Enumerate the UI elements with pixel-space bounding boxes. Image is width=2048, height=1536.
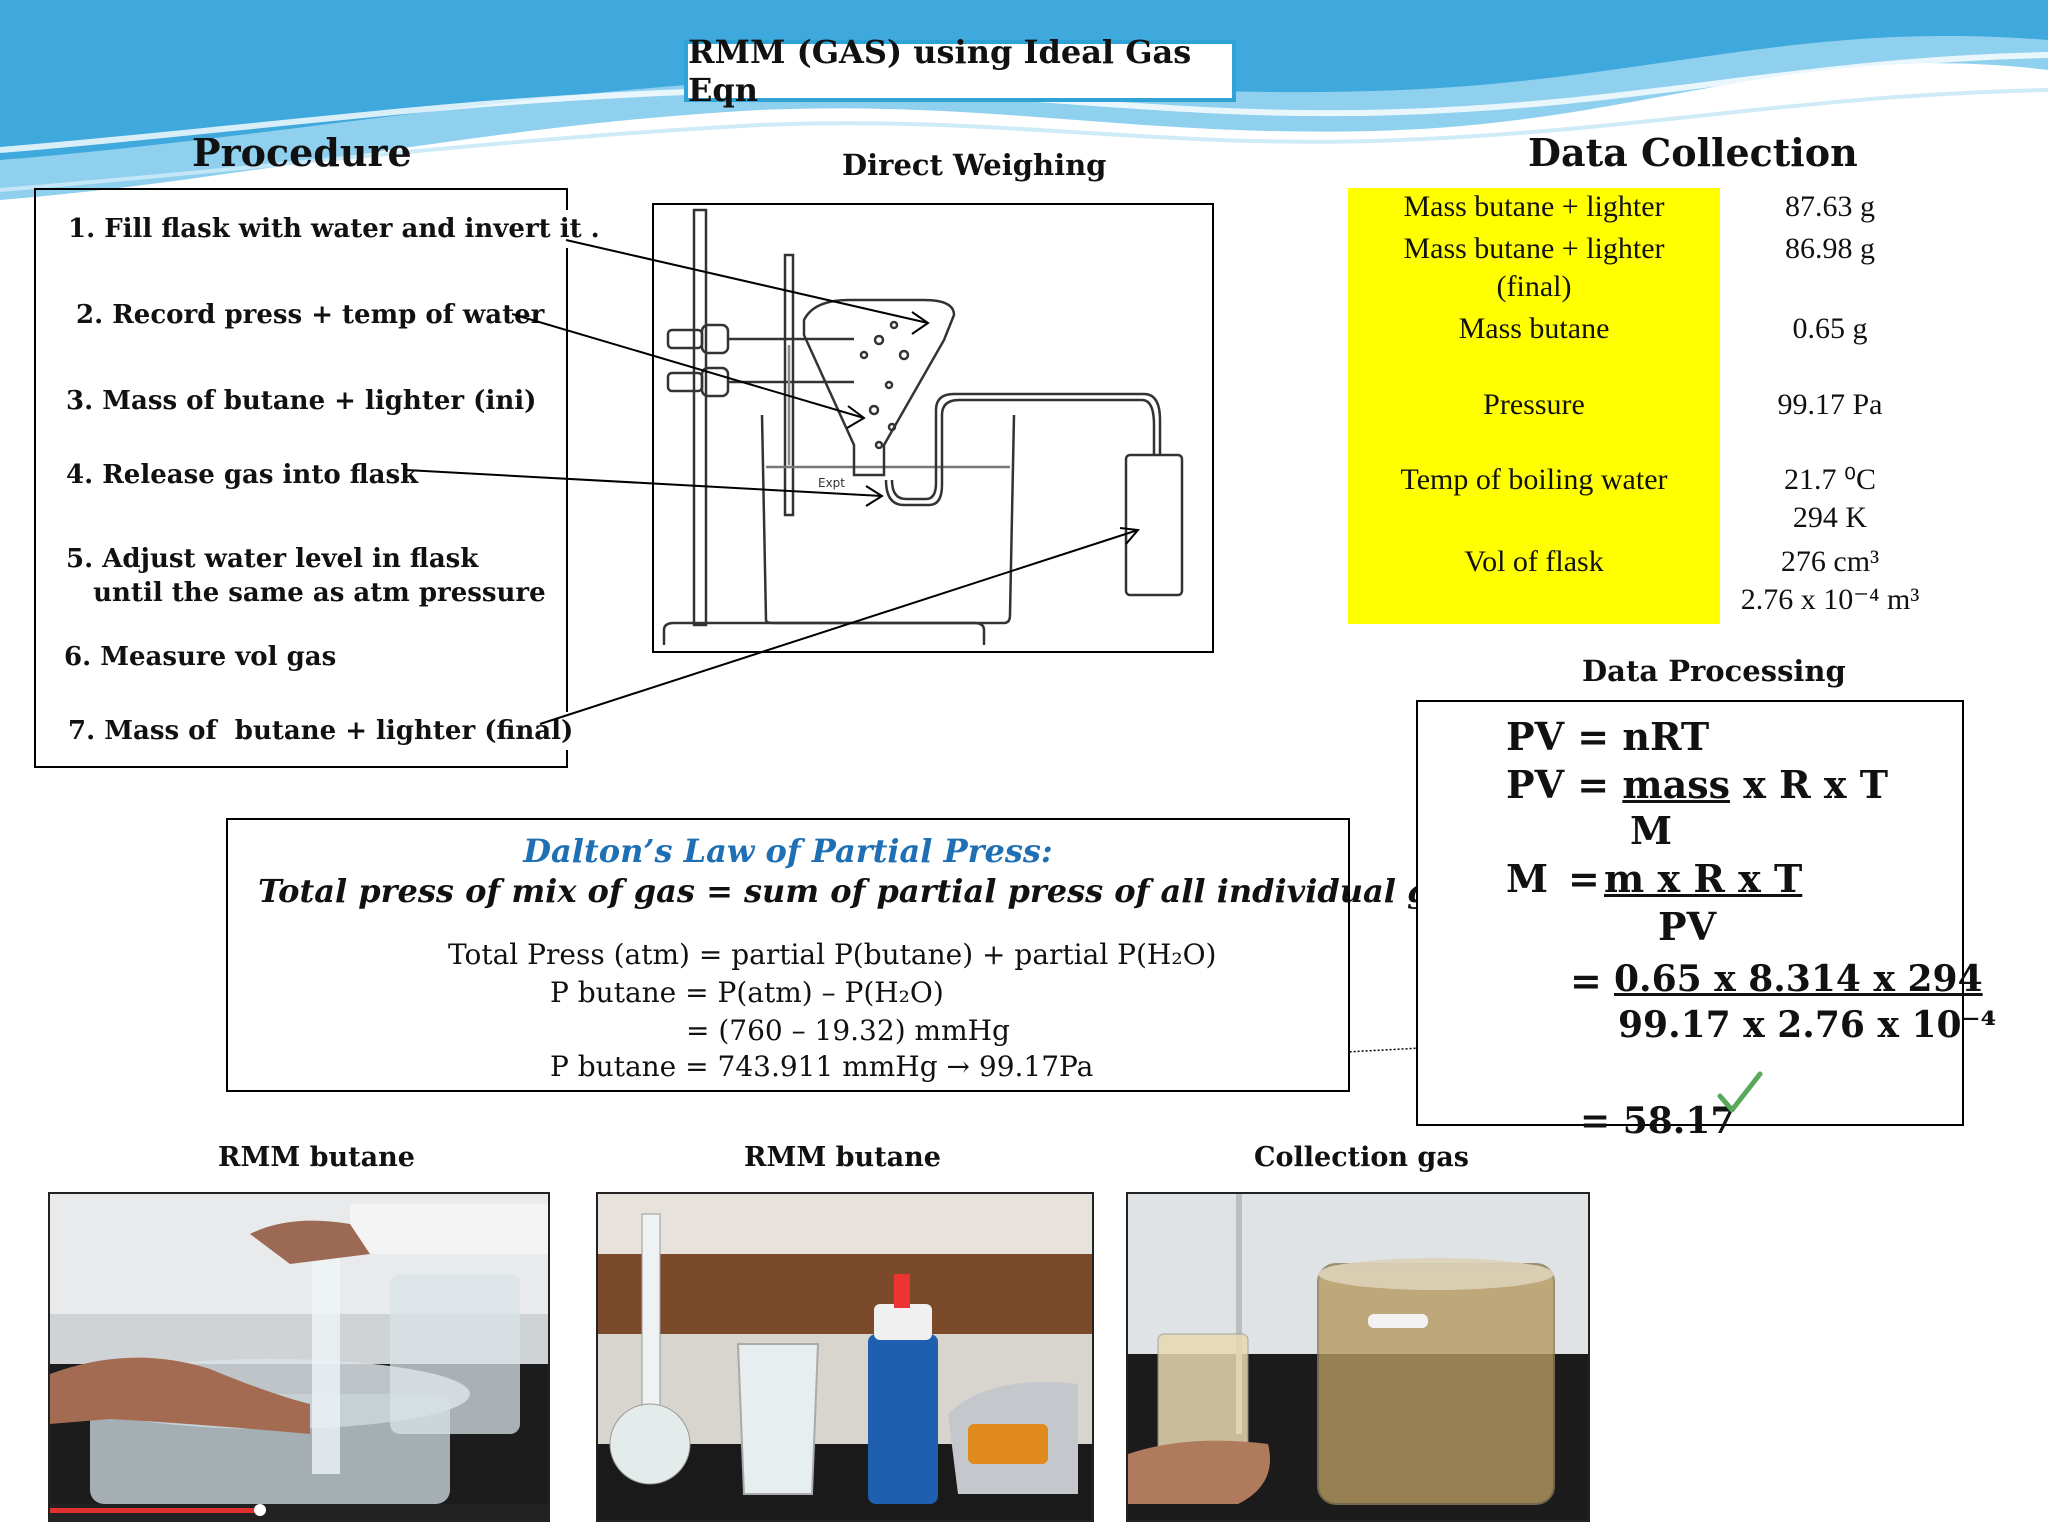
- pv-rt: x R x T: [1729, 762, 1889, 807]
- pv-nrt: PV = nRT: [1506, 714, 1710, 759]
- dc-label-mass-initial: Mass butane + lighter: [1403, 190, 1665, 223]
- dc-value-volume: 276 cm³ 2.76 x 10⁻⁴ m³: [1740, 545, 1920, 616]
- calc-equals: =: [1570, 958, 1602, 1003]
- dc-value-mass-butane: 0.65 g: [1792, 312, 1868, 345]
- data-collection-highlight: [1348, 188, 1720, 624]
- data-processing-box: PV = nRT PV = mass x R x T M M = m x R x…: [1416, 700, 1996, 1142]
- m-numerator: m x R x T: [1604, 856, 1803, 901]
- dalton-statement: Total press of mix of gas = sum of parti…: [258, 872, 1469, 910]
- data-collection-heading: Data Collection: [1528, 130, 1858, 175]
- dalton-title: Dalton’s Law of Partial Press:: [523, 832, 1053, 870]
- photo-label-2: RMM butane: [744, 1142, 941, 1173]
- dalton-eq-subtraction: = (760 – 19.32) mmHg: [686, 1014, 1010, 1047]
- procedure-step-1: 1. Fill flask with water and invert it .: [62, 210, 606, 248]
- apparatus-diagram: Expt: [652, 203, 1214, 653]
- calc-denominator: 99.17 x 2.76 x 10⁻⁴: [1618, 1004, 1997, 1046]
- m-symbol: M: [1506, 856, 1549, 901]
- video-frame-1[interactable]: [48, 1192, 550, 1522]
- calc-numerator: 0.65 x 8.314 x 294: [1614, 958, 1983, 1000]
- dc-label-pressure: Pressure: [1483, 388, 1585, 421]
- dalton-eq-pbutane: P butane = P(atm) – P(H₂O): [550, 976, 944, 1009]
- dc-label-volume: Vol of flask: [1464, 545, 1604, 578]
- video-frame-3[interactable]: [1126, 1192, 1590, 1522]
- m-denominator: PV: [1658, 904, 1717, 949]
- photo-label-3: Collection gas: [1254, 1142, 1469, 1173]
- dc-label-temp: Temp of boiling water: [1400, 463, 1668, 496]
- dc-value-pressure: 99.17 Pa: [1777, 388, 1883, 421]
- procedure-step-5: 5. Adjust water level in flask until the…: [60, 540, 552, 612]
- calc-result: = 58.17: [1580, 1100, 1736, 1142]
- pv-m-denominator: M: [1630, 808, 1673, 853]
- dc-label-mass-final: Mass butane + lighter (final): [1403, 232, 1665, 303]
- m-equals: =: [1568, 856, 1600, 901]
- procedure-step-7: 7. Mass of butane + lighter (final): [62, 712, 580, 750]
- procedure-step-4: 4. Release gas into flask: [60, 456, 425, 494]
- dc-value-temp: 21.7 ⁰C 294 K: [1783, 463, 1877, 534]
- dalton-eq-result: P butane = 743.911 mmHg → 99.17Pa: [550, 1050, 1094, 1083]
- dc-label-mass-butane: Mass butane: [1458, 312, 1610, 345]
- pv-mass: mass: [1622, 762, 1730, 807]
- procedure-step-3: 3. Mass of butane + lighter (ini): [60, 382, 543, 420]
- page-title: RMM (GAS) using Ideal Gas Eqn: [684, 33, 1236, 109]
- dalton-eq-total: Total Press (atm) = partial P(butane) + …: [448, 938, 1217, 971]
- pv-mass-line: PV = mass x R x T: [1506, 762, 1888, 807]
- direct-weighing-heading: Direct Weighing: [842, 148, 1107, 182]
- beaker-label: Expt: [818, 476, 845, 490]
- pv-prefix: PV =: [1506, 762, 1623, 807]
- procedure-step-6: 6. Measure vol gas: [58, 638, 343, 676]
- dalton-law-box: Dalton’s Law of Partial Press: Total pre…: [226, 818, 1468, 1092]
- photo-label-1: RMM butane: [218, 1142, 415, 1173]
- dc-value-mass-initial: 87.63 g: [1785, 190, 1875, 223]
- video-frame-2[interactable]: [596, 1192, 1094, 1522]
- check-icon: [1717, 1071, 1763, 1113]
- dc-value-mass-final: 86.98 g: [1785, 232, 1875, 265]
- procedure-heading: Procedure: [192, 130, 412, 175]
- data-processing-heading: Data Processing: [1582, 654, 1846, 688]
- procedure-step-2: 2. Record press + temp of water: [70, 296, 551, 334]
